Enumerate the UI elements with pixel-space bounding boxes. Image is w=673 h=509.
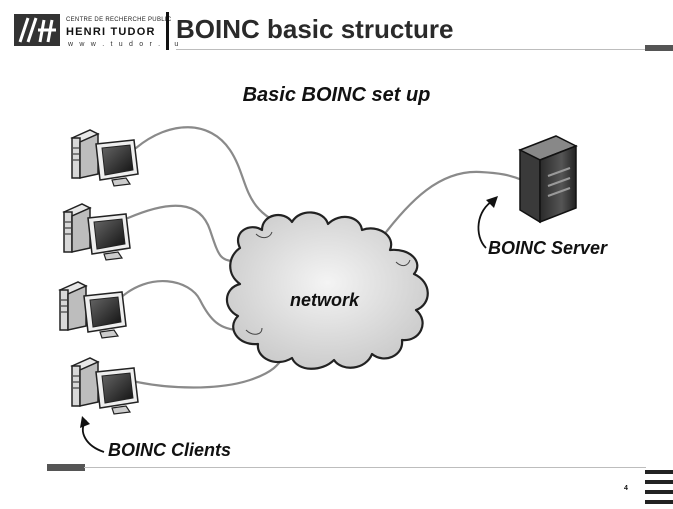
cable-client-2 <box>126 204 242 264</box>
client-computer-icon-2 <box>63 203 131 261</box>
page-title: BOINC basic structure <box>176 14 454 44</box>
logo-mark-icon <box>14 14 60 46</box>
server-icon <box>518 135 578 224</box>
tudor-logo: CENTRE DE RECHERCHE PUBLIC HENRI TUDOR w… <box>14 12 178 58</box>
cable-client-1 <box>134 126 292 230</box>
cable-server <box>378 170 524 242</box>
footer-rule <box>84 467 646 468</box>
server-label: BOINC Server <box>488 238 608 258</box>
network-cloud <box>225 211 429 370</box>
title-accent-block <box>645 45 673 51</box>
side-bar-4 <box>645 500 673 504</box>
client-computer-icon-1 <box>71 129 139 187</box>
client-computer-icon-4 <box>71 357 139 415</box>
title-rule <box>176 49 645 50</box>
cable-client-3 <box>116 279 242 332</box>
side-bar-3 <box>645 490 673 494</box>
network-label: network <box>290 290 360 310</box>
logo-org-name: HENRI TUDOR <box>66 26 156 38</box>
logo-org-url: w w w . t u d o r . l u <box>68 41 181 48</box>
side-bar-2 <box>645 480 673 484</box>
logo-org-small: CENTRE DE RECHERCHE PUBLIC <box>66 17 172 23</box>
diagram-subtitle: Basic BOINC set up <box>242 84 431 106</box>
side-bar-1 <box>645 470 673 474</box>
page-number: 4 <box>624 485 628 492</box>
footer-accent-block <box>47 464 85 471</box>
clients-label: BOINC Clients <box>108 440 232 460</box>
title-divider <box>166 12 169 50</box>
client-computer-icon-3 <box>59 281 127 339</box>
